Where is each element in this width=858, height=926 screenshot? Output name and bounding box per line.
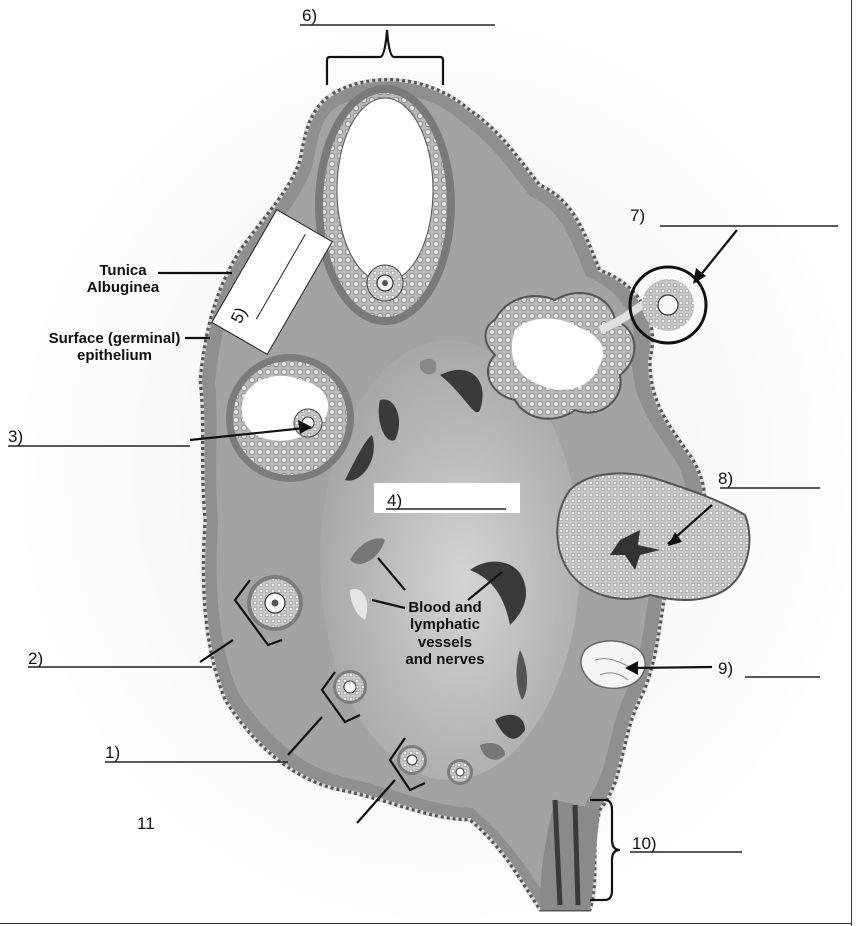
medulla bbox=[320, 340, 580, 780]
surface-line2: epithelium bbox=[76, 347, 152, 365]
label-10: 10) bbox=[632, 834, 657, 853]
label-1: 1) bbox=[105, 743, 121, 762]
primary-follicle bbox=[247, 575, 303, 631]
label-7: 7) bbox=[630, 206, 646, 225]
bottom-border bbox=[0, 923, 852, 924]
label-9: 9) bbox=[718, 659, 734, 678]
label-4: 4) bbox=[387, 491, 403, 510]
ruptured-follicle bbox=[484, 291, 652, 420]
vessels-line3: and nerves bbox=[405, 650, 485, 668]
label-6: 6) bbox=[302, 6, 318, 25]
vessels-label: Blood and lymphatic vessels and nerves bbox=[382, 599, 508, 668]
right-border bbox=[851, 0, 852, 926]
tunica-line2: Albuginea bbox=[86, 279, 160, 297]
answer-blanks bbox=[8, 24, 838, 853]
brackets bbox=[233, 29, 621, 902]
vessels-line1: Blood and bbox=[408, 599, 482, 616]
secondary-follicle bbox=[226, 354, 354, 482]
label-3: 3) bbox=[8, 427, 24, 446]
blood-vessels bbox=[345, 358, 528, 760]
tunica-albuginea-label: Tunica Albuginea bbox=[80, 262, 166, 297]
corpus-luteum bbox=[556, 472, 751, 601]
tunica-line1: Tunica bbox=[99, 262, 147, 279]
label-11: 11 bbox=[137, 814, 155, 833]
label-2: 2) bbox=[28, 649, 44, 668]
label-8: 8) bbox=[718, 469, 734, 488]
vesicular-follicle bbox=[315, 85, 455, 325]
vessels-line2: lymphatic vessels bbox=[409, 616, 481, 651]
primordial-follicles bbox=[333, 670, 473, 785]
surface-line1: Surface (germinal) bbox=[48, 330, 181, 347]
surface-epithelium-label: Surface (germinal) epithelium bbox=[42, 330, 187, 365]
ovulated-oocyte bbox=[628, 265, 708, 345]
